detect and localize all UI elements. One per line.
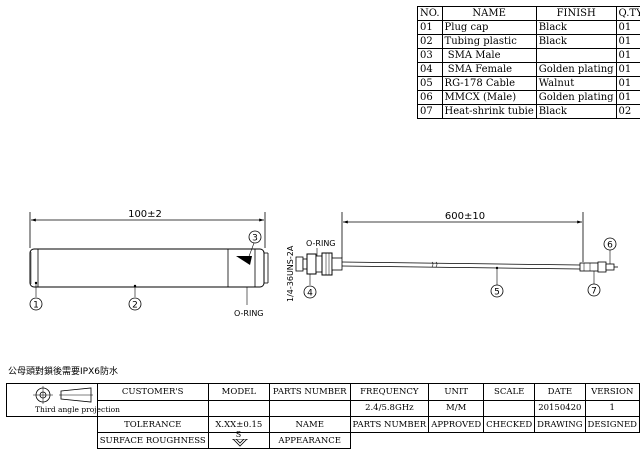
empty-cell xyxy=(585,433,639,449)
mmcx-connector xyxy=(579,261,618,273)
surface-symbol-letter: S xyxy=(235,430,242,439)
balloon-4: 4 xyxy=(303,274,317,299)
projection-label: Third angle projection xyxy=(35,405,120,414)
title-row-4: SURFACE ROUGHNESS S APPEARANCE xyxy=(6,430,640,449)
title-row-1: Third angle projection CUSTOMER'S MODEL … xyxy=(6,383,640,417)
bom-cell-name: Heat-shrink tubie xyxy=(441,104,537,119)
parts-number-header-2: PARTS NUMBER xyxy=(349,416,430,433)
waterproof-note: 公母頭對鎖後需要IPX6防水 xyxy=(8,367,118,377)
frequency-value: 2.4/5.8GHz xyxy=(349,399,430,417)
projection-cell: Third angle projection xyxy=(6,383,120,417)
bom-row: 05 RG-178 Cable Walnut 01 xyxy=(417,76,640,91)
bom-cell-finish: Black xyxy=(535,104,617,119)
svg-text:O-RING: O-RING xyxy=(306,239,336,248)
empty-cell xyxy=(350,433,429,449)
balloon-3: 3 xyxy=(247,230,262,260)
version-header: VERSION xyxy=(584,383,640,401)
sma-female-connector xyxy=(295,252,343,276)
model-value xyxy=(207,399,270,417)
svg-text:O-RING: O-RING xyxy=(234,309,264,318)
blank-cell xyxy=(6,416,98,433)
dimension-right: 600±10 xyxy=(341,211,584,262)
approved-header: APPROVED xyxy=(428,416,485,433)
dimension-right-text: 600±10 xyxy=(445,211,485,222)
balloon-1: 1 xyxy=(29,281,43,311)
svg-text:3: 3 xyxy=(252,234,258,244)
date-header: DATE xyxy=(534,383,586,401)
model-header: MODEL xyxy=(207,383,270,401)
bom-table: NO. NAME FINISH Q.TY 01 Plug cap Black 0… xyxy=(417,6,640,119)
empty-cell xyxy=(535,433,585,449)
svg-text:5: 5 xyxy=(494,288,500,298)
tolerance-header: TOLERANCE xyxy=(96,416,209,433)
scale-value xyxy=(483,399,536,417)
empty-cell xyxy=(429,433,484,449)
thread-label: 1/4-36UNS-2A xyxy=(286,245,295,302)
bom-row: 07 Heat-shrink tubie Black 02 xyxy=(417,104,640,119)
scale-header: SCALE xyxy=(483,383,536,401)
unit-value: M/M xyxy=(428,399,485,417)
checked-header: CHECKED xyxy=(483,416,536,433)
svg-text:2: 2 xyxy=(132,301,138,311)
title-row-3: TOLERANCE X.XX±0.15 NAME PARTS NUMBER AP… xyxy=(6,416,640,433)
balloon-6: 6 xyxy=(603,237,617,264)
date-value: 20150420 xyxy=(534,399,586,417)
o-ring-bottom-callout: O-RING xyxy=(234,287,264,318)
title-block: Third angle projection CUSTOMER'S MODEL … xyxy=(6,383,640,449)
roughness-triangles-icon xyxy=(231,439,248,447)
parts-number-value xyxy=(268,399,351,417)
rg178-cable xyxy=(341,261,581,270)
surface-roughness-symbol: S xyxy=(207,430,270,449)
version-value: 1 xyxy=(584,399,640,417)
appearance-header: APPEARANCE xyxy=(268,432,351,449)
empty-cell xyxy=(484,433,535,449)
balloon-7: 7 xyxy=(587,271,601,297)
bom-cell-qty: 02 xyxy=(615,104,640,119)
parts-number-header: PARTS NUMBER xyxy=(268,383,351,401)
bom-header-row: NO. NAME FINISH Q.TY xyxy=(417,6,640,21)
third-angle-projection-icon xyxy=(33,386,93,404)
frequency-header: FREQUENCY xyxy=(349,383,430,401)
drawing-header: DRAWING xyxy=(534,416,586,433)
unit-header: UNIT xyxy=(428,383,485,401)
bom-row: 06 MMCX (Male) Golden plating 01 xyxy=(417,90,640,105)
surface-roughness-header: SURFACE ROUGHNESS xyxy=(96,432,209,449)
tubing-body xyxy=(29,248,269,288)
dimension-left-text: 100±2 xyxy=(128,209,162,220)
svg-text:4: 4 xyxy=(307,289,313,299)
svg-text:6: 6 xyxy=(607,241,613,251)
balloon-5: 5 xyxy=(490,266,504,298)
designed-header: DESIGNED xyxy=(584,416,640,433)
balloon-2: 2 xyxy=(128,284,142,311)
svg-text:7: 7 xyxy=(591,287,597,297)
svg-text:1: 1 xyxy=(33,301,39,311)
name-header: NAME xyxy=(268,416,351,433)
blank-cell xyxy=(6,432,98,449)
dimension-left: 100±2 xyxy=(29,209,266,248)
